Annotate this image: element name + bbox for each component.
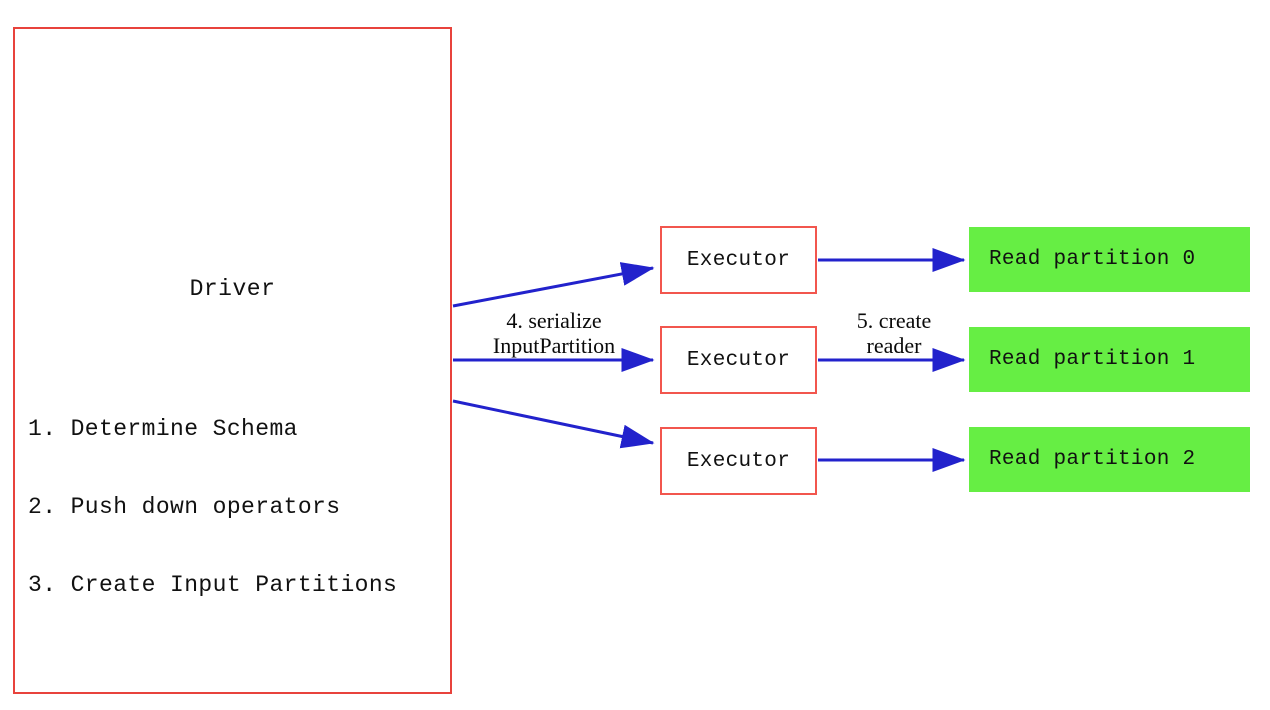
driver-step-1: 1. Determine Schema [28, 416, 298, 442]
driver-steps-list: 1. Determine Schema 2. Push down operato… [28, 364, 397, 650]
driver-box [13, 27, 452, 694]
edge-label-serialize-line1: 4. serialize [506, 308, 602, 333]
driver-step-3: 3. Create Input Partitions [28, 572, 398, 598]
executor-box-3: Executor [660, 427, 817, 495]
arrow-driver-to-executor-1 [452, 262, 655, 308]
executor-box-2: Executor [660, 326, 817, 394]
edge-label-create-reader-line2: reader [866, 333, 922, 358]
edge-label-serialize-line2: InputPartition [492, 333, 616, 358]
edge-label-serialize: 4. serialize InputPartition [470, 308, 638, 358]
read-partition-box-1: Read partition 1 [969, 327, 1250, 392]
edge-label-create-reader: 5. create reader [828, 308, 960, 358]
edge-label-create-reader-line1: 5. create [856, 308, 932, 333]
driver-title: Driver [189, 276, 276, 302]
executor-box-1: Executor [660, 226, 817, 294]
driver-step-2: 2. Push down operators [28, 494, 341, 520]
arrow-driver-to-executor-3 [452, 399, 655, 449]
read-partition-box-2: Read partition 2 [969, 427, 1250, 492]
read-partition-box-0: Read partition 0 [969, 227, 1250, 292]
